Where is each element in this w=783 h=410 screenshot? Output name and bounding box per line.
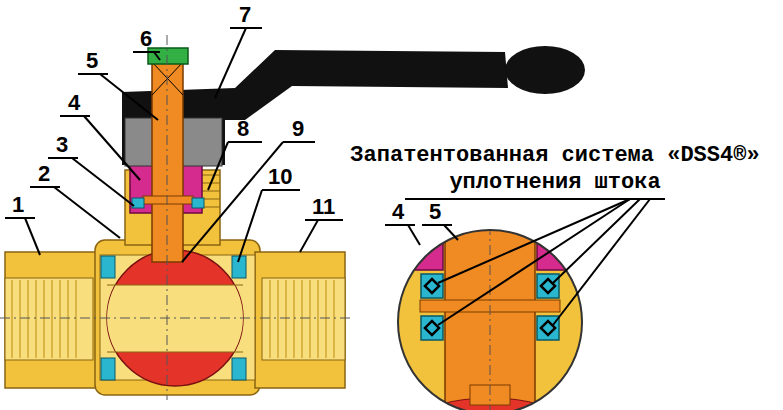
callout-number: 6 <box>138 28 154 50</box>
callout-number: 11 <box>310 196 337 218</box>
stem <box>132 48 204 262</box>
callout-number: 1 <box>10 194 26 216</box>
callout-number: 3 <box>54 134 70 156</box>
callout-number: 10 <box>266 166 294 188</box>
callout-number: 5 <box>84 50 100 72</box>
callout-number: 9 <box>290 118 306 140</box>
callout-number: 8 <box>235 118 251 140</box>
callout-number: 4 <box>390 201 406 223</box>
callout-number: 7 <box>237 4 253 26</box>
callout-number: 2 <box>36 163 52 185</box>
callout-number: 4 <box>66 92 82 114</box>
detail-heading: Запатентованная система «DSS4®» уплотнен… <box>340 142 770 196</box>
valve-body <box>5 170 345 395</box>
callout-number: 5 <box>427 201 443 223</box>
